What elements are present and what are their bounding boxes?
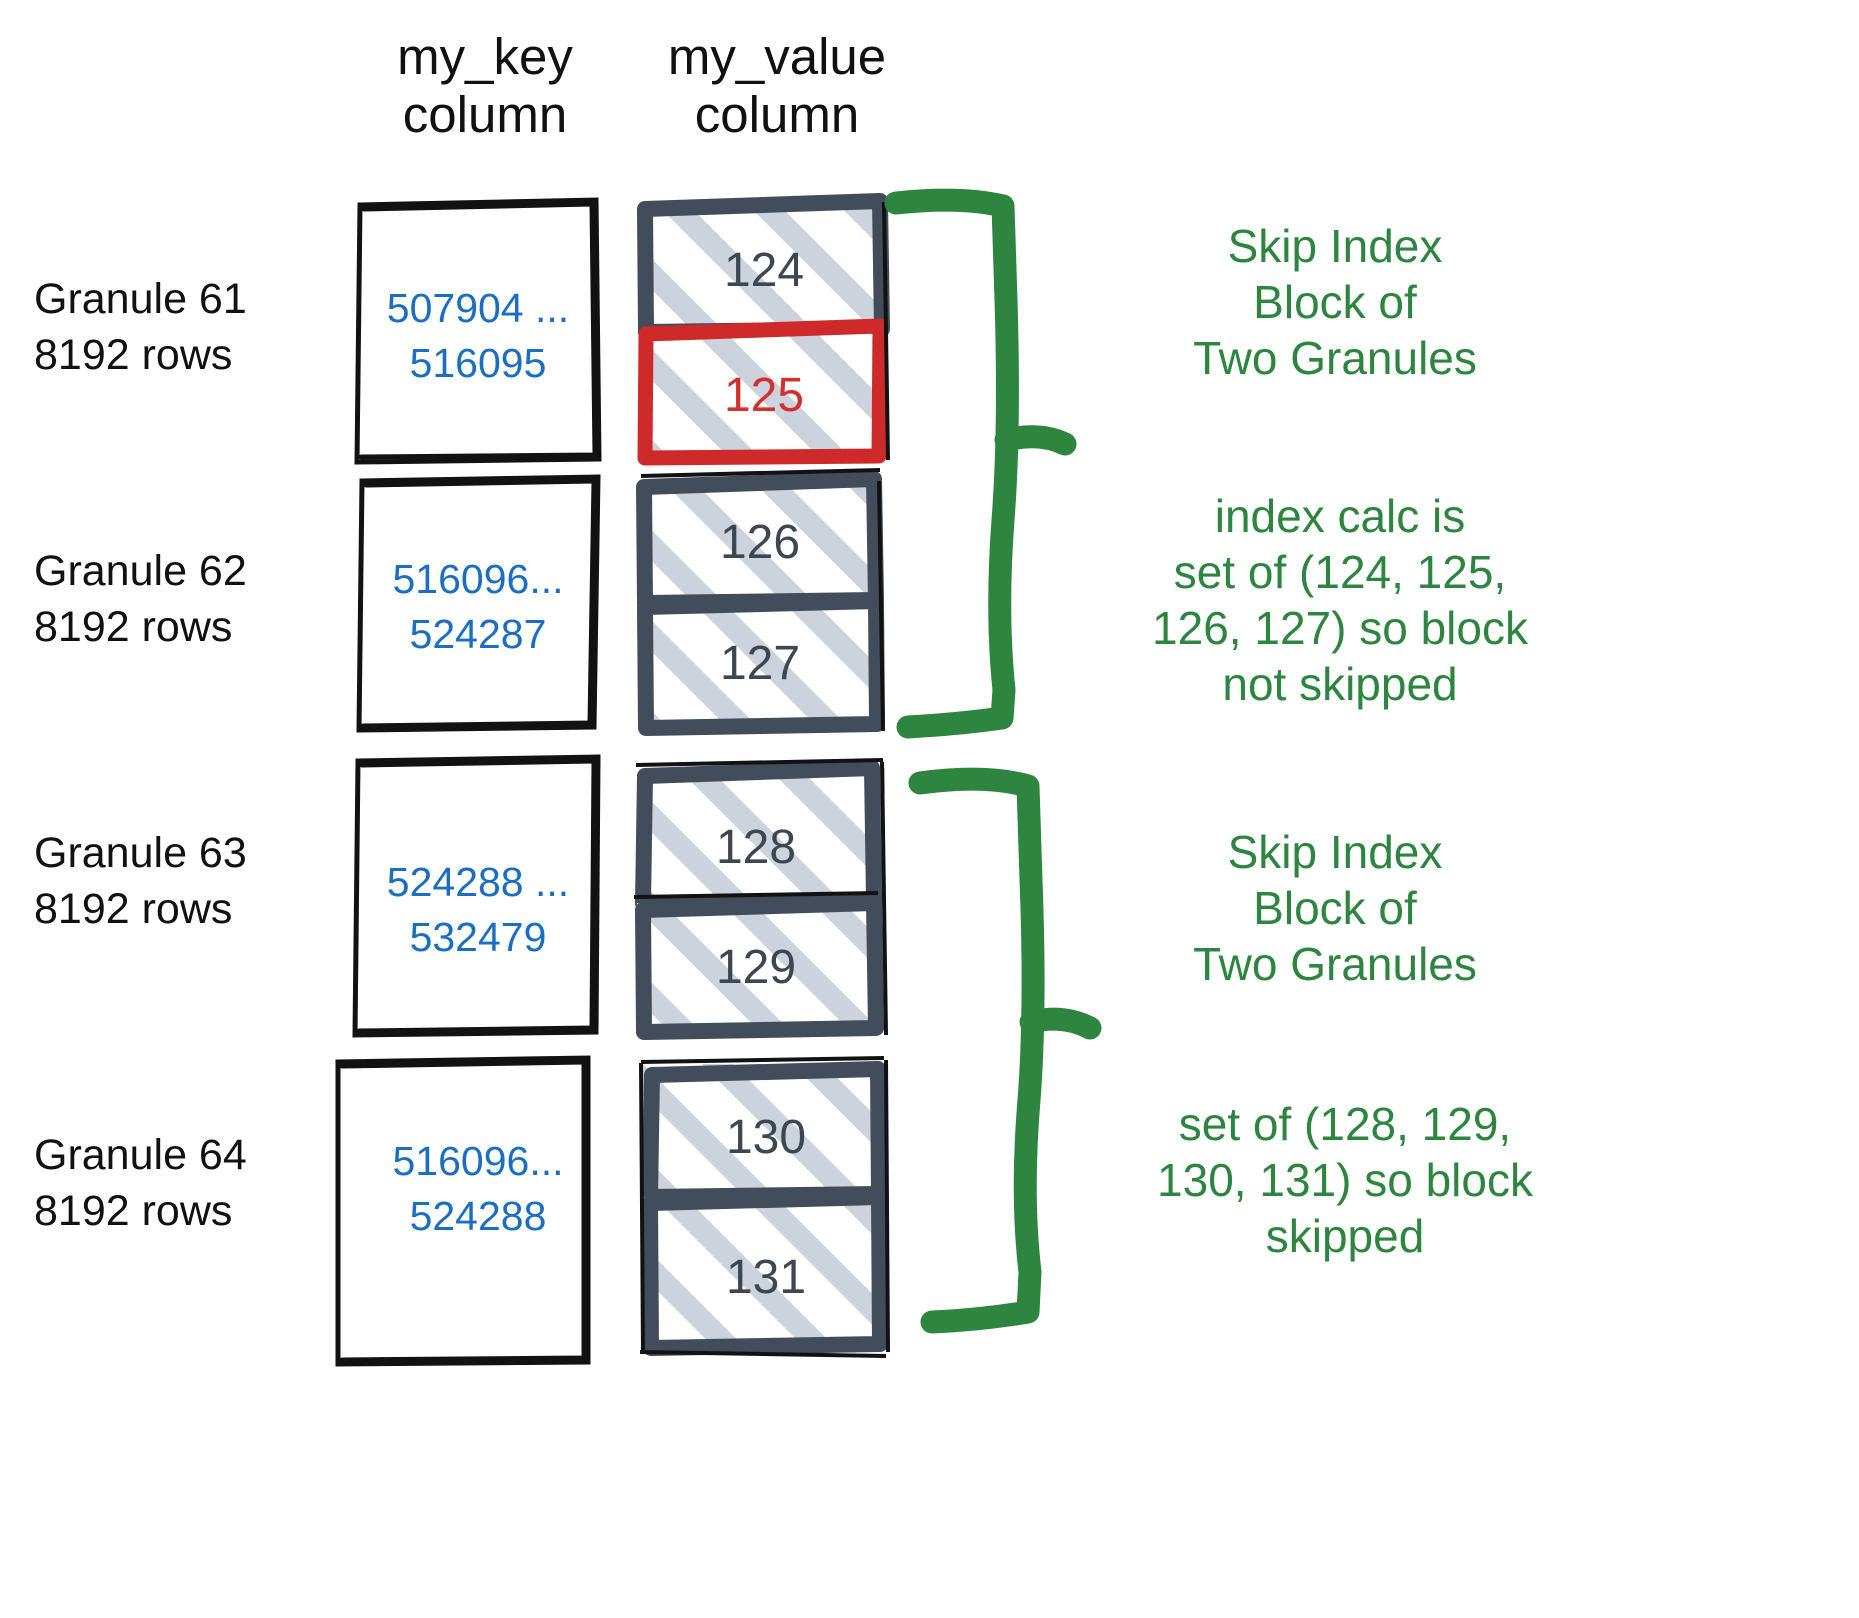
value-label-126: 126	[719, 516, 801, 569]
granule-label-63: Granule 63 8192 rows	[34, 829, 247, 933]
key-range-granule-64: 516096... 524288	[392, 1138, 564, 1239]
value-label-128: 128	[715, 821, 797, 874]
granule-label-62: Granule 62 8192 rows	[34, 547, 247, 651]
column-header-my-value: my_value column	[667, 28, 887, 143]
annotation-index-calc-not-skipped: index calc is set of (124, 125, 126, 127…	[1152, 490, 1528, 711]
key-range-granule-61: 507904 ... 516095	[386, 285, 570, 386]
value-label-127: 127	[719, 637, 801, 690]
value-label-130: 130	[725, 1111, 807, 1164]
value-label-124: 124	[723, 244, 805, 297]
value-label-125: 125	[723, 369, 805, 422]
annotation-index-calc-skipped: set of (128, 129, 130, 131) so block ski…	[1157, 1098, 1533, 1263]
value-label-129: 129	[715, 941, 797, 994]
granule-label-64: Granule 64 8192 rows	[34, 1131, 247, 1235]
annotation-skip-index-block-upper: Skip Index Block of Two Granules	[1193, 220, 1477, 385]
key-range-granule-62: 516096... 524287	[392, 556, 564, 657]
column-header-my-key: my_key column	[397, 28, 573, 143]
key-range-granule-63: 524288 ... 532479	[386, 859, 570, 960]
granule-label-61: Granule 61 8192 rows	[34, 275, 247, 379]
value-label-131: 131	[725, 1251, 807, 1304]
annotation-skip-index-block-lower: Skip Index Block of Two Granules	[1193, 826, 1477, 991]
